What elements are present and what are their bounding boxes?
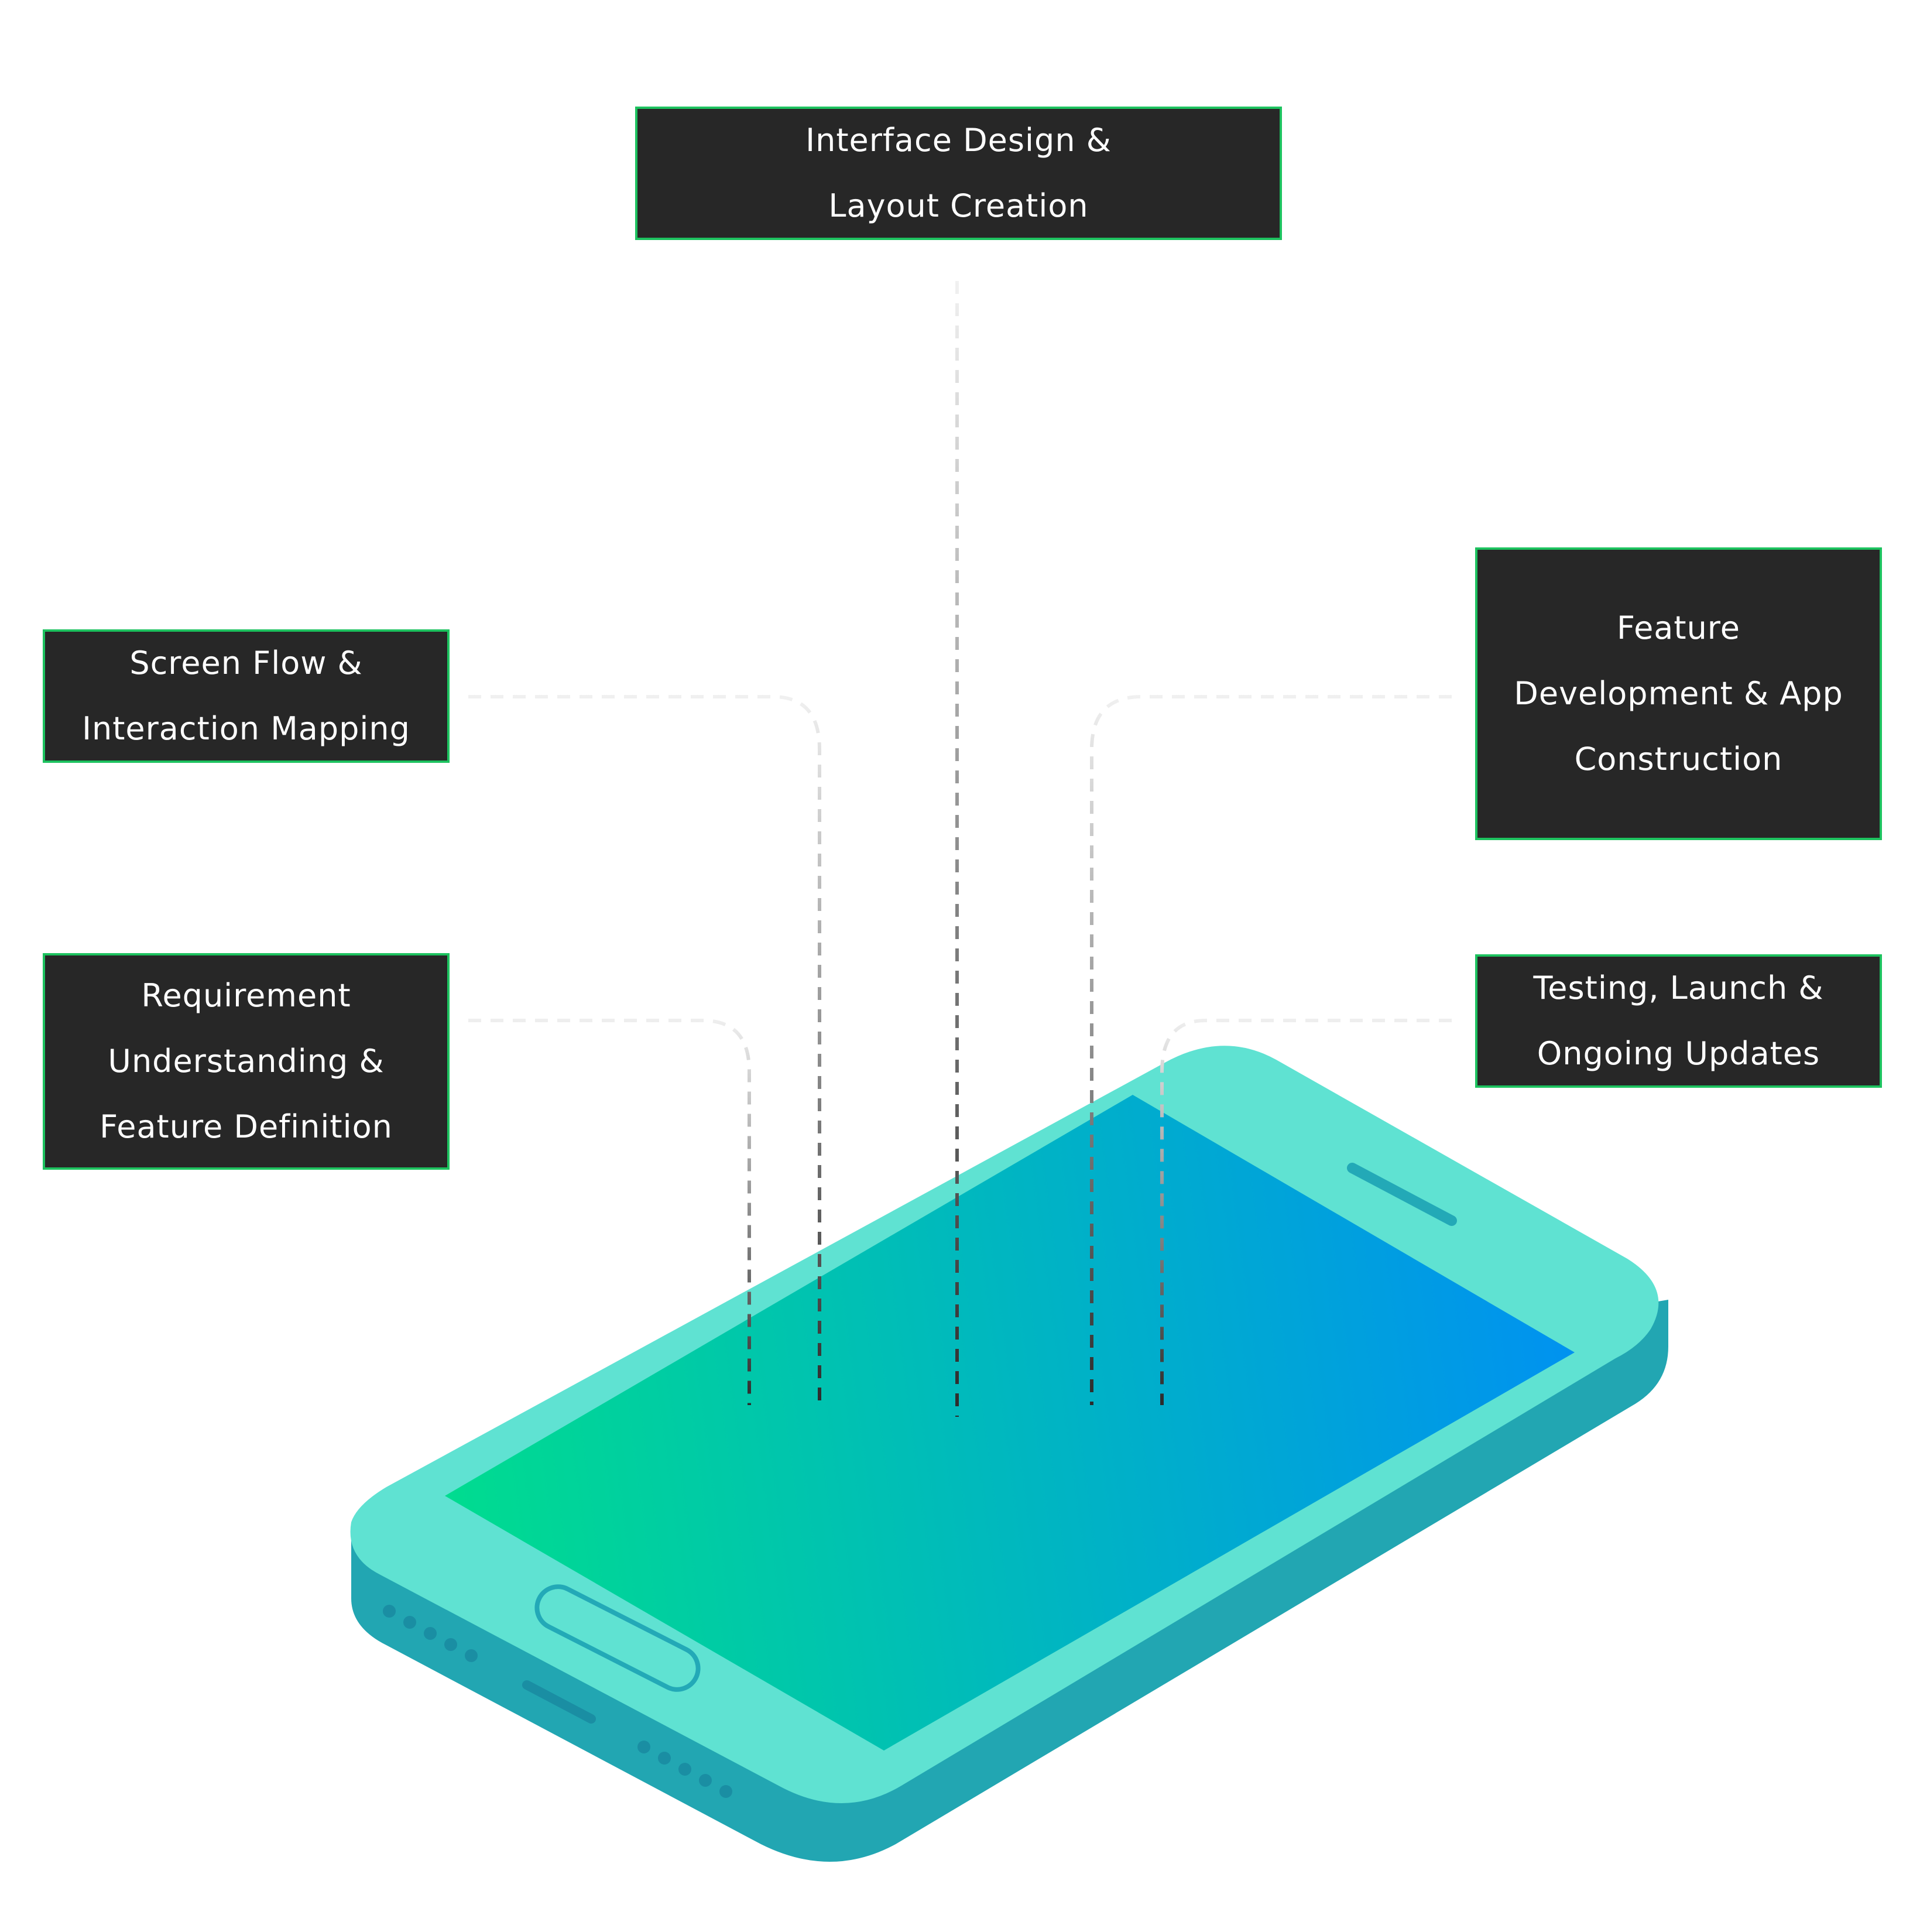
step-box-feature-development: Feature Development & App Construction	[1475, 547, 1882, 840]
connector-feature-development	[1090, 695, 1452, 1405]
step-label: Layout Creation	[828, 187, 1089, 224]
home-button	[534, 1584, 701, 1692]
connector-testing	[1160, 1019, 1452, 1405]
step-box-screen-flow: Screen Flow & Interaction Mapping	[43, 629, 450, 763]
speaker-slot	[1347, 1163, 1457, 1226]
step-label: Feature	[1616, 609, 1741, 646]
side-port	[522, 1680, 596, 1724]
step-label: Understanding &	[108, 1043, 385, 1080]
connector-requirement	[468, 1019, 751, 1405]
step-label: Feature Definition	[100, 1108, 393, 1145]
side-grille	[383, 1605, 732, 1798]
step-label: Construction	[1574, 741, 1783, 777]
step-label: Ongoing Updates	[1537, 1035, 1820, 1072]
step-label: Requirement	[141, 977, 351, 1014]
step-label: Development & App	[1514, 675, 1843, 712]
phone-screen	[445, 1095, 1575, 1751]
connector-screen-flow	[468, 695, 821, 1405]
step-box-interface-design: Interface Design & Layout Creation	[635, 107, 1282, 240]
step-label: Screen Flow &	[129, 645, 363, 681]
step-label: Interface Design &	[805, 122, 1112, 159]
smartphone-illustration	[350, 1046, 1668, 1862]
connector-lines	[468, 281, 1452, 1417]
step-box-requirement: Requirement Understanding & Feature Defi…	[43, 953, 450, 1170]
step-box-testing: Testing, Launch & Ongoing Updates	[1475, 954, 1882, 1088]
step-label: Interaction Mapping	[82, 710, 410, 747]
step-label: Testing, Launch &	[1533, 970, 1824, 1006]
